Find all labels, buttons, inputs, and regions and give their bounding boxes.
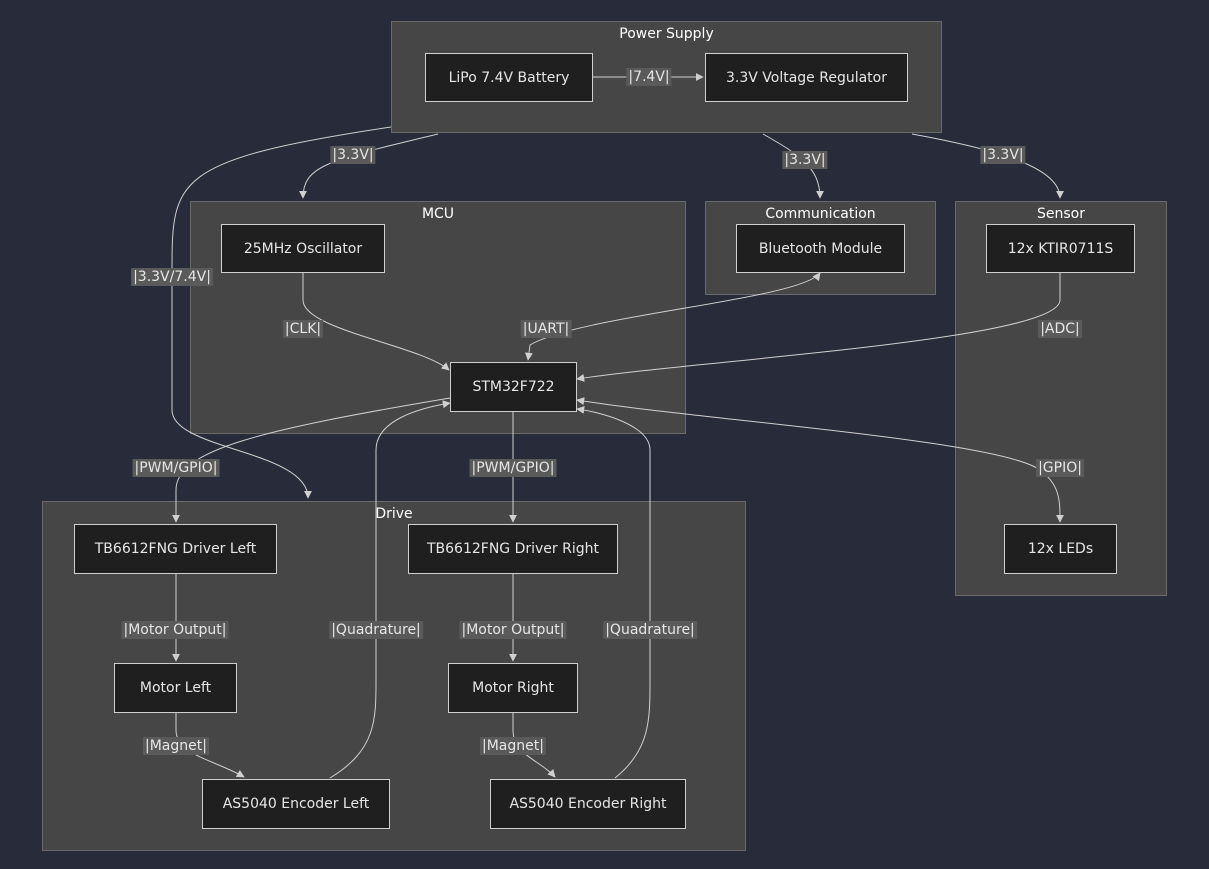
- edge-power-drive: [171, 126, 392, 499]
- node-ktir[interactable]: 12x KTIR0711S: [986, 224, 1135, 273]
- node-bluetooth[interactable]: Bluetooth Module: [736, 224, 905, 273]
- edge-pwm-left: [172, 397, 451, 523]
- edge-label-uart: |UART|: [520, 320, 572, 338]
- edge-label-pwm-right: |PWM/GPIO|: [469, 459, 557, 477]
- edge-adc: [576, 272, 1061, 382]
- edge-label-adc: |ADC|: [1038, 320, 1082, 338]
- edge-label-clk: |CLK|: [282, 320, 324, 338]
- edge-gpio: [576, 397, 1064, 523]
- edge-quad-left: [329, 400, 451, 779]
- edge-label-magnet-left: |Magnet|: [143, 737, 209, 755]
- node-driver-right[interactable]: TB6612FNG Driver Right: [408, 524, 618, 574]
- edge-label-power-drive: |3.3V/7.4V|: [131, 268, 213, 286]
- group-title: Power Supply: [619, 26, 714, 42]
- edge-label-battery-regulator: |7.4V|: [626, 68, 672, 86]
- group-title: Communication: [765, 206, 876, 222]
- node-stm32[interactable]: STM32F722: [450, 362, 577, 412]
- node-encoder-left[interactable]: AS5040 Encoder Left: [202, 779, 390, 829]
- edge-label-motor-output-right: |Motor Output|: [459, 621, 567, 639]
- node-battery[interactable]: LiPo 7.4V Battery: [425, 53, 593, 102]
- node-motor-left[interactable]: Motor Left: [114, 663, 237, 713]
- edge-uart: [524, 272, 821, 361]
- group-title: Drive: [375, 506, 413, 522]
- edge-label-quad-left: |Quadrature|: [329, 621, 423, 639]
- node-regulator[interactable]: 3.3V Voltage Regulator: [705, 53, 908, 102]
- node-oscillator[interactable]: 25MHz Oscillator: [221, 224, 385, 273]
- edge-power-mcu: [299, 133, 439, 199]
- edge-clk: [302, 272, 450, 371]
- edge-label-gpio: |GPIO|: [1036, 459, 1084, 477]
- node-motor-right[interactable]: Motor Right: [448, 663, 578, 713]
- node-driver-left[interactable]: TB6612FNG Driver Left: [74, 524, 277, 574]
- edge-label-power-mcu: |3.3V|: [330, 146, 376, 164]
- edge-label-motor-output-left: |Motor Output|: [121, 621, 229, 639]
- edge-quad-right: [576, 405, 651, 779]
- group-title: MCU: [421, 206, 455, 222]
- edge-label-magnet-right: |Magnet|: [480, 737, 546, 755]
- edge-label-power-sensor: |3.3V|: [980, 146, 1026, 164]
- edge-power-sensor: [911, 133, 1064, 199]
- group-title: Sensor: [1037, 206, 1085, 222]
- node-leds[interactable]: 12x LEDs: [1004, 524, 1117, 574]
- edge-label-quad-right: |Quadrature|: [603, 621, 697, 639]
- edge-label-pwm-left: |PWM/GPIO|: [132, 459, 220, 477]
- edge-label-power-comm: |3.3V|: [782, 151, 828, 169]
- node-encoder-right[interactable]: AS5040 Encoder Right: [490, 779, 686, 829]
